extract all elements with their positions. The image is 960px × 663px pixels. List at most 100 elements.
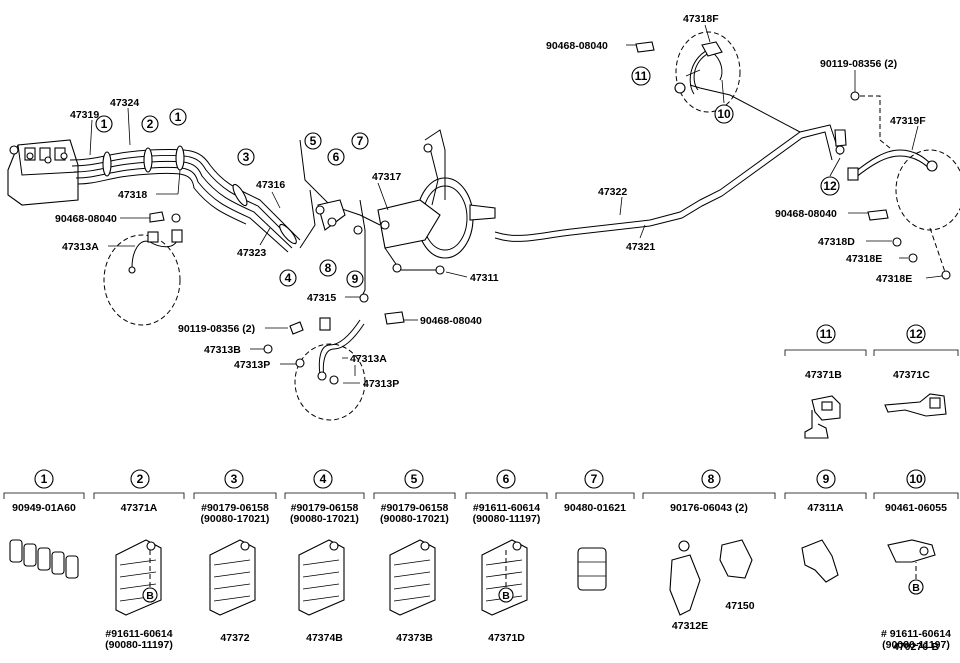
label-90468-08040-b: 90468-08040: [420, 315, 482, 327]
callout-7-a: 7: [351, 132, 369, 150]
detail-3: 3#90179-06158(90080-17021)47372: [193, 469, 277, 644]
detail-1: 1 90949-01A60: [3, 469, 85, 579]
label-47318f: 47318F: [683, 13, 719, 25]
label-47318e-a: 47318E: [846, 253, 882, 265]
detail-4-number: 4: [320, 472, 327, 486]
callout-5-a: 5: [304, 132, 322, 150]
svg-text:11: 11: [820, 327, 833, 341]
label-47318d: 47318D: [818, 236, 855, 248]
label-47313a-a: 47313A: [62, 241, 99, 253]
label-47311: 47311: [470, 272, 499, 284]
left-actuator-assembly: [7, 139, 79, 206]
label-90468-08040-a: 90468-08040: [55, 213, 117, 225]
detail-5-spec-1: (90080-17021): [380, 513, 449, 525]
detail-2-spec-0: 47371A: [121, 502, 158, 514]
figure-code: 470276-B: [893, 641, 940, 653]
detail-11-part: 47371B: [805, 369, 842, 381]
detail-1-number: 1: [41, 472, 48, 486]
main-part-labels: 47319 47324 47318 90468-08040 47313A 473…: [55, 13, 926, 390]
detail-4: 4 #90179-06158(90080-17021) 47374B: [284, 469, 365, 644]
svg-text:7: 7: [357, 134, 364, 148]
detail-3-label-0: 47372: [220, 632, 249, 644]
svg-text:12: 12: [909, 327, 923, 341]
detail-6-spec-0: #91611-60614: [473, 502, 540, 514]
detail-4-label-0: 47374B: [306, 632, 343, 644]
svg-text:4: 4: [285, 271, 292, 285]
label-47322: 47322: [598, 186, 627, 198]
label-47313p-a: 47313P: [234, 359, 270, 371]
label-47318e-b: 47318E: [876, 273, 912, 285]
detail-10-label-1: (90080-11197): [882, 639, 950, 651]
callout-1-b: 1: [169, 108, 187, 126]
detail-3-number: 3: [231, 472, 238, 486]
label-47321: 47321: [626, 241, 655, 253]
detail-7-number: 7: [591, 472, 598, 486]
detail-6-number: 6: [503, 472, 510, 486]
label-47318: 47318: [118, 189, 147, 201]
front-left-hose: [103, 211, 183, 326]
detail-9-spec-0: 47311A: [807, 502, 844, 514]
svg-text:12: 12: [823, 179, 837, 193]
label-47319: 47319: [70, 109, 99, 121]
svg-text:1: 1: [101, 117, 108, 131]
detail-10-spec-0: 90461-06055: [885, 502, 947, 514]
label-47313b: 47313B: [204, 344, 241, 356]
callout-6-a: 6: [327, 148, 345, 166]
callout-4-a: 4: [279, 269, 297, 287]
tube-bundle-left: [69, 145, 301, 253]
leader-lines: [89, 24, 943, 384]
svg-text:5: 5: [310, 134, 317, 148]
detail-5-number: 5: [411, 472, 418, 486]
callout-11-a: 11: [631, 66, 651, 86]
detail-12: 12 47371C: [873, 324, 959, 417]
label-90119-08356-b: 90119-08356 (2): [820, 58, 897, 70]
detail-1-spec-0: 90949-01A60: [12, 502, 76, 514]
detail-4-spec-0: #90179-06158: [291, 502, 359, 514]
rear-long-tubes: [494, 84, 841, 242]
callout-10-a: 10: [714, 104, 734, 124]
rear-right-hose: [834, 91, 960, 280]
detail-2-number: 2: [137, 472, 144, 486]
callout-1-a: 1: [95, 115, 113, 133]
rear-left-hose: [635, 31, 741, 113]
detail-12-part: 47371C: [893, 369, 930, 381]
label-90119-08356-a: 90119-08356 (2): [178, 323, 255, 335]
detail-2-label-1: (90080-11197): [105, 639, 173, 651]
detail-10-label-0: # 91611-60614: [881, 628, 951, 640]
label-90468-08040-d: 90468-08040: [775, 208, 837, 220]
detail-7: 7 90480-01621: [555, 469, 635, 591]
detail-9-number: 9: [823, 472, 830, 486]
detail-7-spec-0: 90480-01621: [564, 502, 626, 514]
detail-9: 9 47311A: [784, 469, 867, 583]
callout-3-a: 3: [237, 148, 255, 166]
detail-5: 5#90179-06158(90080-17021)47373B: [373, 469, 456, 644]
detail-2-b-marker: B: [146, 590, 154, 602]
detail-3-spec-1: (90080-17021): [201, 513, 270, 525]
detail-6-b-marker: B: [502, 590, 510, 602]
label-47313a-b: 47313A: [350, 353, 387, 365]
label-47316: 47316: [256, 179, 285, 191]
label-90468-08040-c: 90468-08040: [546, 40, 608, 52]
svg-text:9: 9: [352, 272, 359, 286]
front-right-hose: [263, 311, 405, 421]
callout-8-a: 8: [319, 259, 337, 277]
detail-row: 1 90949-01A60 2 47371A B #91611-60614 (90080-1…: [3, 469, 959, 651]
svg-text:11: 11: [635, 69, 648, 83]
detail-4-spec-1: (90080-17021): [290, 513, 359, 525]
detail-8-label-0: 47312E: [672, 620, 708, 632]
detail-8-spec-0: 90176-06043 (2): [670, 502, 748, 514]
label-47313p-b: 47313P: [363, 378, 399, 390]
label-47323: 47323: [237, 247, 266, 259]
center-booster-area: [299, 129, 496, 303]
svg-text:10: 10: [717, 107, 731, 121]
detail-11: 11 47371B: [784, 324, 867, 439]
svg-text:1: 1: [175, 110, 182, 124]
detail-5-spec-0: #90179-06158: [381, 502, 449, 514]
callout-2-a: 2: [141, 115, 159, 133]
label-47315: 47315: [307, 292, 336, 304]
